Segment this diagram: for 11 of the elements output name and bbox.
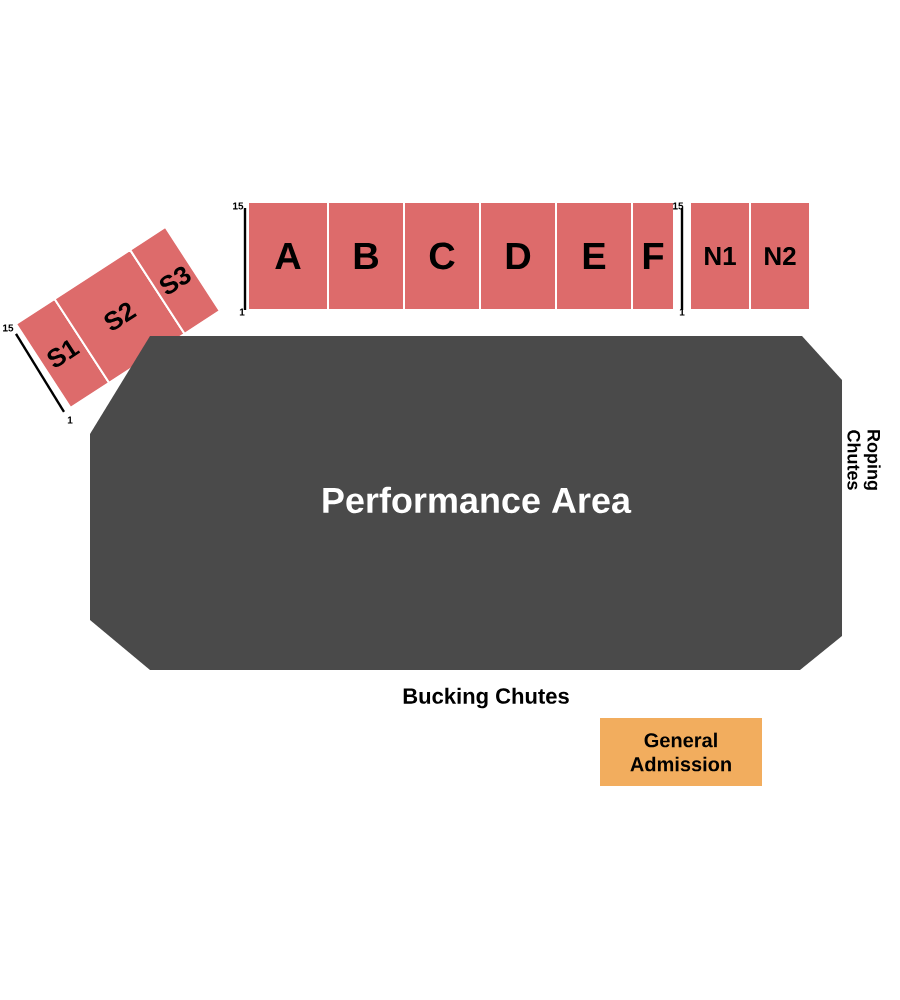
seating-section: B bbox=[327, 201, 405, 311]
seating-section: C bbox=[403, 201, 481, 311]
general-admission-box: General Admission bbox=[600, 718, 762, 786]
area-label: Bucking Chutes bbox=[403, 687, 569, 709]
seating-section: F bbox=[631, 201, 675, 311]
seating-section: D bbox=[479, 201, 557, 311]
seating-section: E bbox=[555, 201, 633, 311]
performance-area: Performance Area bbox=[90, 336, 842, 670]
seating-section: N1 bbox=[689, 201, 751, 311]
seating-section: N2 bbox=[749, 201, 811, 311]
seating-section: A bbox=[247, 201, 329, 311]
